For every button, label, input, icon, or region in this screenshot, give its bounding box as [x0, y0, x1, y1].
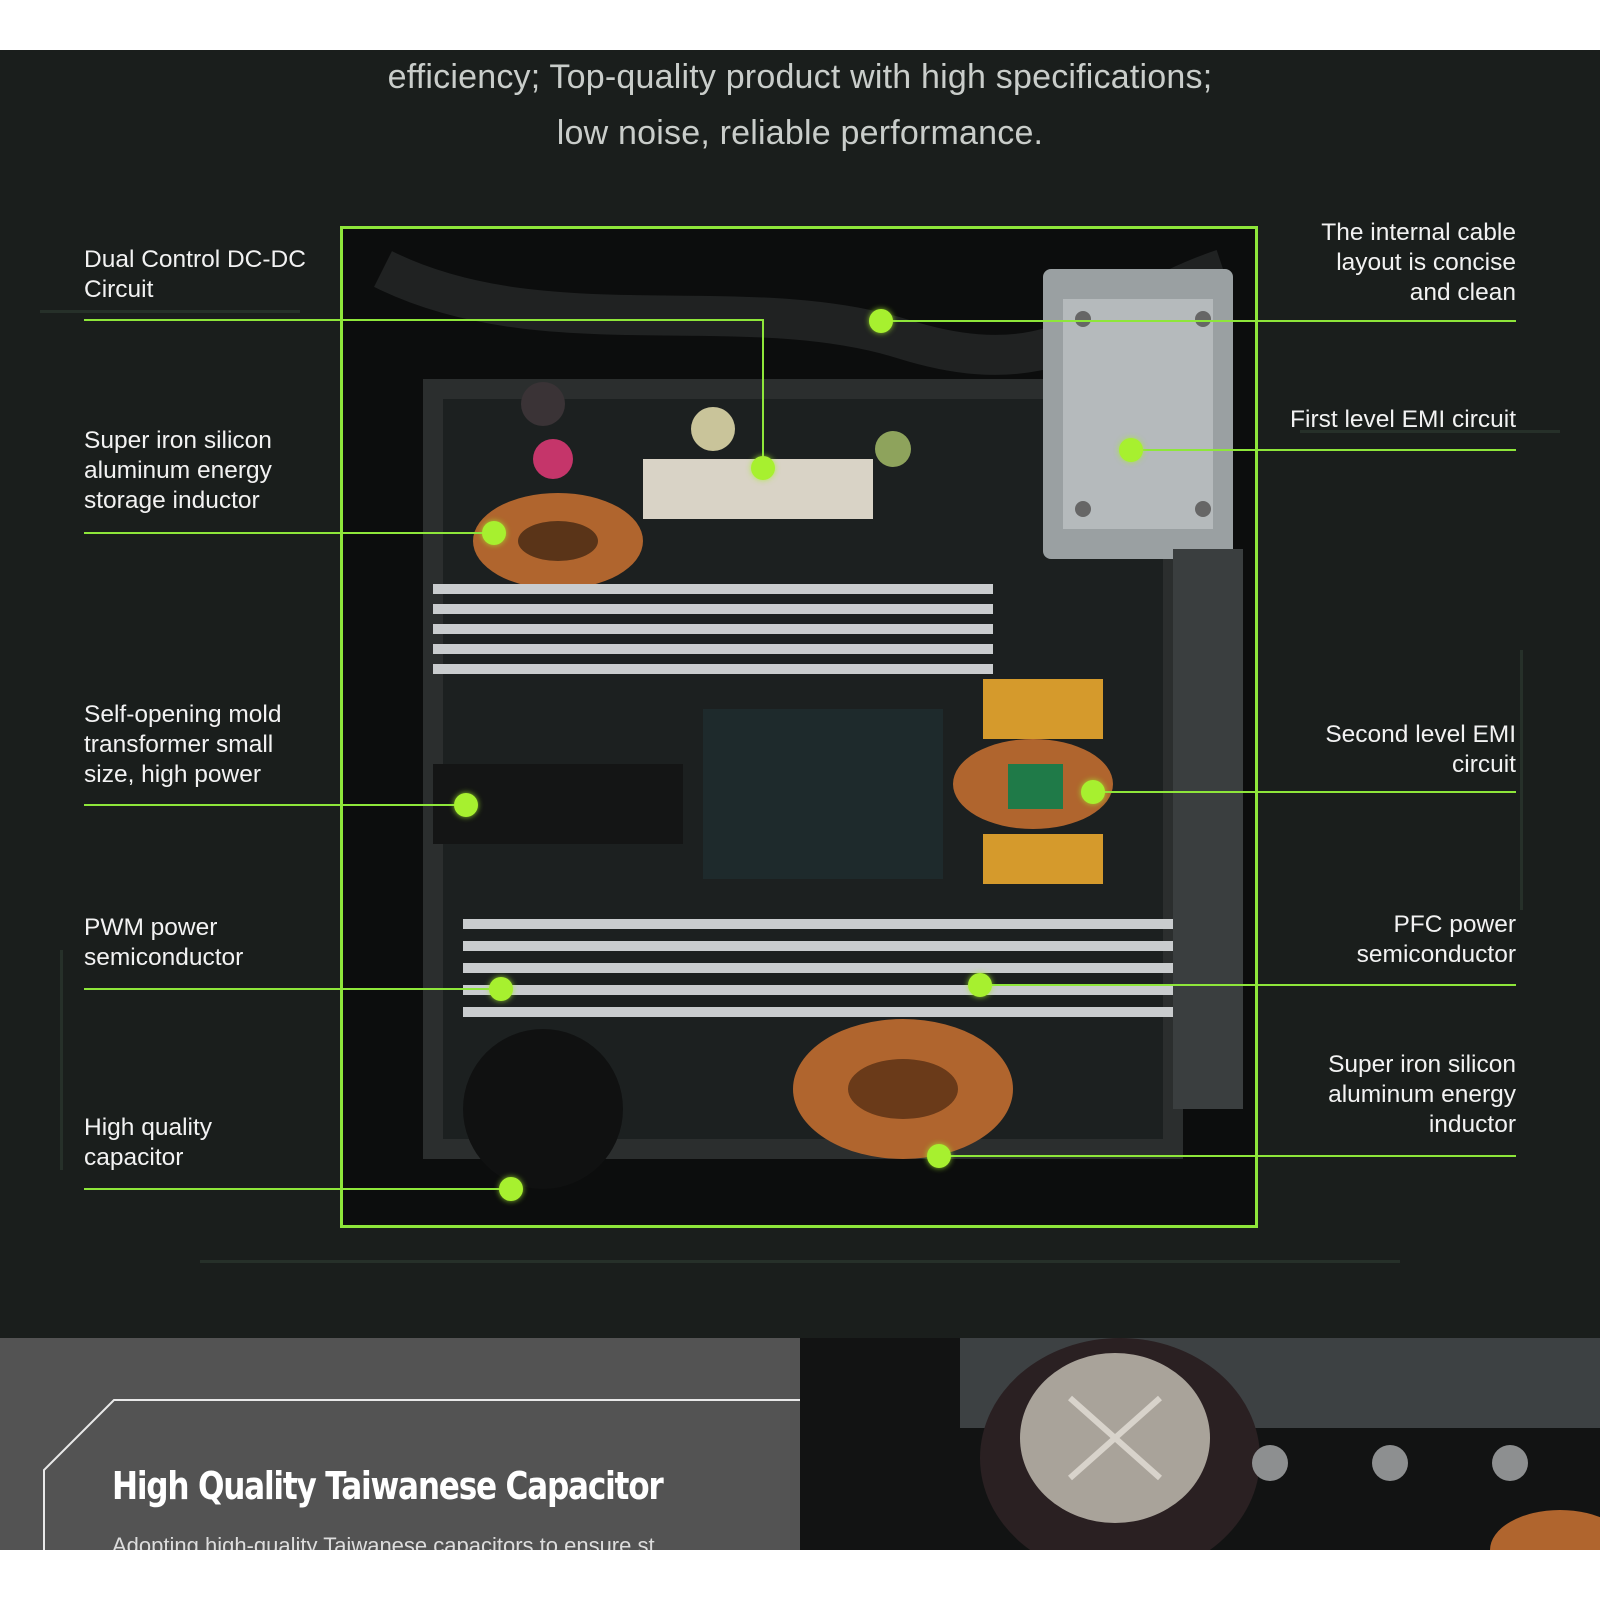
circuit-trace [60, 950, 63, 1170]
circuit-trace [1300, 430, 1560, 433]
intro-line-1: efficiency; Top-quality product with hig… [387, 58, 1213, 96]
feature-panel-outline [43, 1399, 800, 1550]
callout-dot-transformer [454, 793, 478, 817]
callout-label-dc-dc: Dual Control DC-DC Circuit [84, 246, 306, 303]
callout-line-emi-1 [1130, 449, 1516, 451]
callout-dot-energy-inductor [927, 1144, 951, 1168]
callout-line-dc-dc-vertical [762, 319, 764, 469]
callout-dot-emi-2 [1081, 780, 1105, 804]
callout-label-cable-layout: The internal cable layout is concise and… [1321, 219, 1516, 306]
callout-label-capacitor: High quality capacitor [84, 1114, 213, 1171]
callout-label-pfc: PFC power semiconductor [1356, 911, 1516, 968]
callout-label-emi-1: First level EMI circuit [1290, 406, 1516, 433]
callout-dot-storage-inductor [482, 521, 506, 545]
circuit-trace [200, 1260, 1400, 1263]
callout-dot-pfc [968, 973, 992, 997]
callout-line-emi-2 [1094, 791, 1516, 793]
capacitor-closeup-illustration [800, 1338, 1600, 1550]
callout-line-transformer [84, 804, 466, 806]
callout-line-dc-dc [84, 319, 764, 321]
callout-dot-pwm [489, 977, 513, 1001]
circuit-trace [40, 310, 300, 313]
intro-line-2: low noise, reliable performance. [556, 114, 1044, 152]
callout-line-pwm [84, 988, 502, 990]
callout-line-capacitor [84, 1188, 512, 1190]
callout-line-cable-layout [880, 320, 1516, 322]
callout-label-storage-inductor: Super iron silicon aluminum energy stora… [84, 427, 272, 514]
callout-label-pwm: PWM power semiconductor [84, 914, 244, 971]
feature-panel [0, 1338, 800, 1550]
callout-dot-emi-1 [1119, 438, 1143, 462]
callout-dot-capacitor [499, 1177, 523, 1201]
capacitor-closeup-photo [800, 1338, 1600, 1550]
circuit-trace [1520, 650, 1523, 910]
callout-label-transformer: Self-opening mold transformer small size… [84, 701, 282, 788]
callout-dot-dc-dc [751, 456, 775, 480]
feature-title: High Quality Taiwanese Capacitor [112, 1464, 664, 1508]
callout-line-storage-inductor [84, 532, 494, 534]
callout-dot-cable-layout [869, 309, 893, 333]
psu-board-illustration [343, 229, 1255, 1225]
psu-internals-photo [340, 226, 1258, 1228]
callout-label-emi-2: Second level EMI circuit [1325, 721, 1516, 778]
page-bottom-margin [0, 1550, 1600, 1600]
callout-line-energy-inductor [940, 1155, 1516, 1157]
callout-label-energy-inductor: Super iron silicon aluminum energy induc… [1328, 1051, 1516, 1138]
callout-line-pfc [980, 984, 1516, 986]
